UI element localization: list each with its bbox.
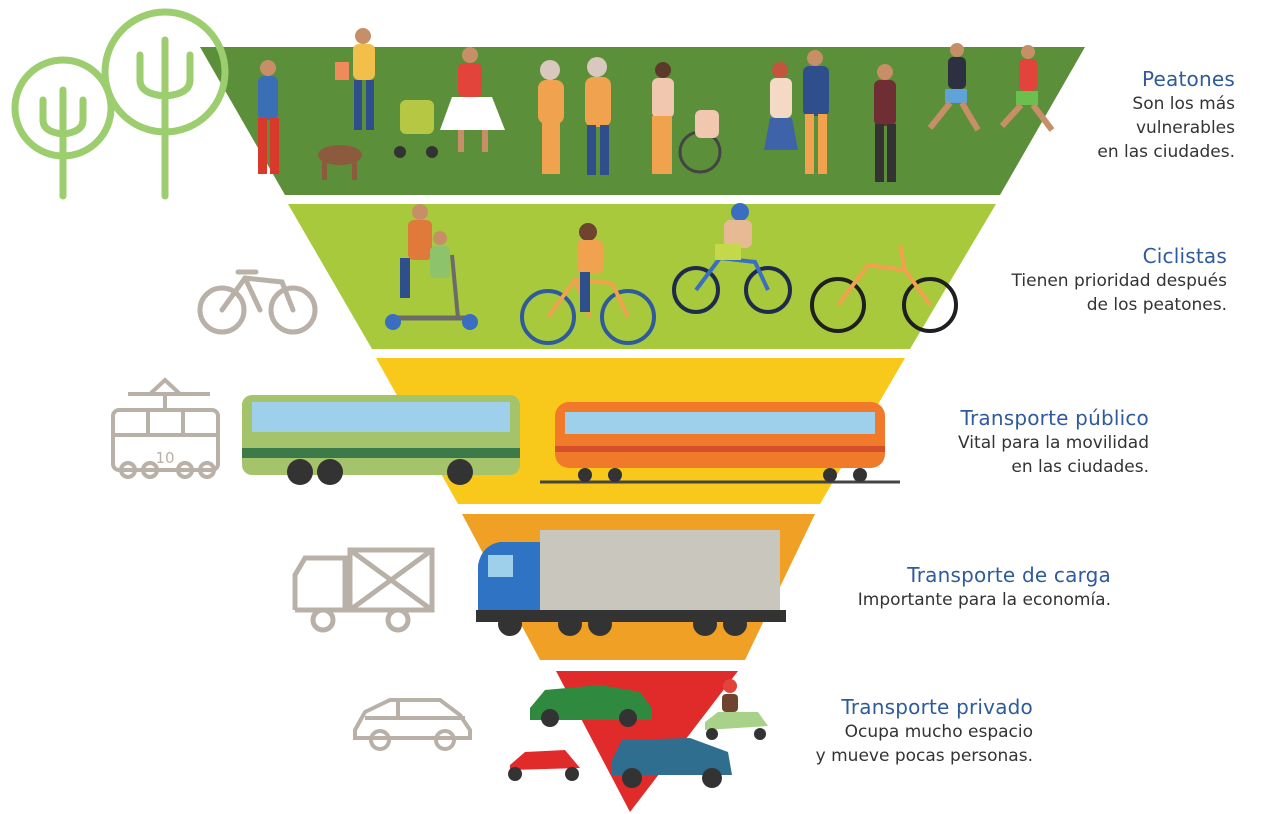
bus-illustration (242, 395, 520, 485)
level-description: Son los más vulnerables en las ciudades. (1097, 94, 1235, 162)
level-description: Vital para la movilidad en las ciudades. (958, 433, 1149, 477)
bicycle-outline-icon (197, 269, 318, 335)
private-vehicles-illustration (508, 679, 768, 788)
level-title: Transporte privado (841, 695, 1033, 719)
tram-number: 10 (155, 449, 174, 467)
runners-illustration (927, 43, 1055, 132)
red-scooter-illustration (508, 750, 580, 781)
cyclist-rider-illustration (577, 223, 603, 312)
tram-outline-icon (111, 377, 220, 479)
couple-with-cane-illustration (764, 50, 829, 174)
label-transporte-privado: Transporte privado Ocupa mucho espacio y… (816, 694, 1033, 768)
label-transporte-carga: Transporte de carga Importante para la e… (858, 562, 1111, 612)
level-title: Peatones (1142, 67, 1235, 91)
level-description: Ocupa mucho espacio y mueve pocas person… (815, 722, 1033, 766)
elderly-couple-illustration (538, 57, 611, 175)
level-title: Transporte público (960, 406, 1149, 430)
scooter-riders-illustration (385, 204, 478, 330)
cargo-truck-illustration (476, 530, 786, 636)
person-shopping-illustration (335, 28, 375, 130)
green-car-illustration (530, 685, 652, 727)
car-outline-icon (353, 698, 472, 751)
level-title: Ciclistas (1142, 244, 1227, 268)
cyclist-figures (385, 203, 958, 345)
stroller-illustration (394, 100, 438, 158)
label-transporte-publico: Transporte público Vital para la movilid… (958, 405, 1149, 479)
helmet-cyclist-illustration (715, 203, 752, 260)
label-peatones: Peatones Son los más vulnerables en las … (1097, 66, 1235, 164)
man-with-backpack-illustration (874, 64, 896, 182)
bicycle-yellow-illustration (810, 244, 958, 333)
band-peatones (200, 47, 1085, 195)
train-illustration (540, 402, 900, 484)
wheelchair-illustration (652, 62, 722, 174)
person-with-dog-illustration (258, 60, 362, 180)
label-ciclistas: Ciclistas Tienen prioridad después de lo… (1012, 243, 1227, 317)
level-description: Importante para la economía. (857, 590, 1111, 610)
level-title: Transporte de carga (907, 563, 1111, 587)
band-ciclistas (288, 204, 996, 349)
pedestrian-figures (258, 28, 1055, 182)
woman-walking-illustration (440, 47, 505, 152)
trees-icon (11, 8, 229, 200)
level-description: Tienen prioridad después de los peatones… (1011, 271, 1227, 315)
blue-car-illustration (612, 738, 732, 788)
scooter-rider-illustration (705, 679, 768, 740)
truck-outline-icon (292, 547, 435, 633)
